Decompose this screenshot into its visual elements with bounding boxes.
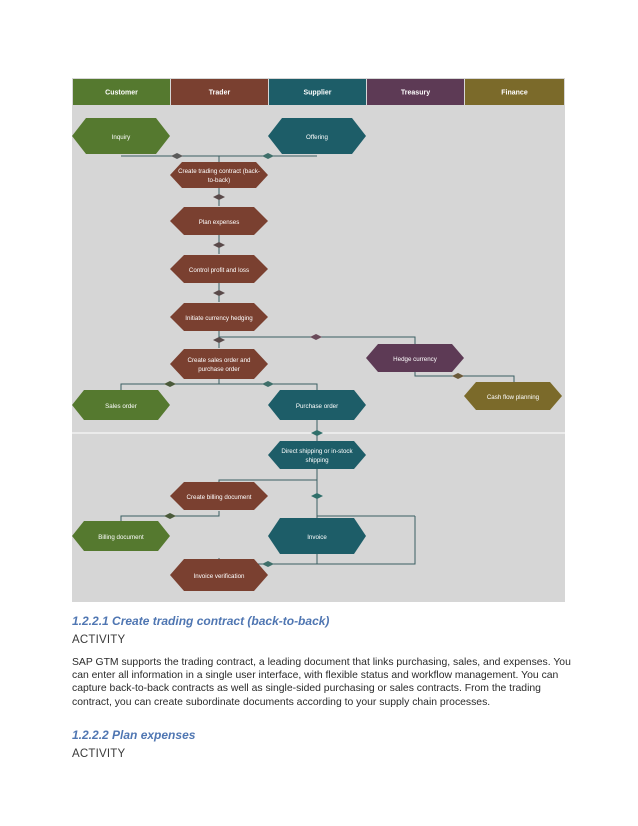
node-purchase-order: Purchase order <box>268 390 366 420</box>
lane-label-treasury: Treasury <box>401 90 430 97</box>
connector-diamond <box>262 561 274 567</box>
node-label-offering: Offering <box>306 134 328 141</box>
node-label-control-pl: Control profit and loss <box>189 267 249 274</box>
trading-process-swimlane-diagram: Customer Trader Supplier Treasury Financ… <box>72 78 565 602</box>
node-offering: Offering <box>268 118 366 154</box>
node-plan-expenses: Plan expenses <box>170 207 268 235</box>
lane-header-supplier: Supplier <box>269 79 366 105</box>
node-label-direct-shipping-line2: shipping <box>305 457 329 464</box>
diagram-background <box>72 78 565 602</box>
node-hedge-currency: Hedge currency <box>366 344 464 372</box>
connector-diamond <box>213 242 225 248</box>
node-billing-document: Billing document <box>72 521 170 551</box>
lane-header-customer: Customer <box>73 79 170 105</box>
section-activity-label: ACTIVITY <box>72 634 126 646</box>
node-label-sales-order: Sales order <box>105 403 137 410</box>
node-label-create-contract-line1: Create trading contract (back- <box>178 168 260 175</box>
lane-header-treasury: Treasury <box>367 79 464 105</box>
node-label-inquiry: Inquiry <box>112 134 131 141</box>
node-label-currency-hedging: Initiate currency hedging <box>185 315 253 322</box>
node-control-profit-loss: Control profit and loss <box>170 255 268 283</box>
node-label-hedge-currency: Hedge currency <box>393 356 438 363</box>
lane-label-trader: Trader <box>209 90 231 97</box>
node-initiate-currency-hedging: Initiate currency hedging <box>170 303 268 331</box>
flow-connector-diamonds <box>164 153 464 567</box>
section-heading-create-trading-contract: 1.2.2.1 Create trading contract (back-to… <box>72 614 330 628</box>
node-label-create-contract-line2: to-back) <box>208 177 230 184</box>
connector-diamond <box>311 493 323 499</box>
section-body-create-trading-contract: SAP GTM supports the trading contract, a… <box>72 657 571 708</box>
lane-label-supplier: Supplier <box>303 90 331 97</box>
connector-diamond <box>262 153 274 159</box>
node-label-invoice-verification: Invoice verification <box>194 573 245 580</box>
node-label-sales-purchase-line2: purchase order <box>198 366 240 373</box>
node-label-create-billing-document: Create billing document <box>186 494 251 501</box>
node-create-sales-purchase-order: Create sales order and purchase order <box>170 349 268 379</box>
node-label-plan-expenses: Plan expenses <box>199 219 240 226</box>
node-invoice-verification: Invoice verification <box>170 559 268 591</box>
connector-diamond <box>262 381 274 387</box>
node-invoice: Invoice <box>268 518 366 554</box>
node-label-direct-shipping-line1: Direct shipping or in-stock <box>281 448 353 455</box>
lane-label-finance: Finance <box>501 90 528 97</box>
connector-diamond <box>311 430 323 436</box>
node-label-invoice: Invoice <box>307 534 327 541</box>
connector-diamond <box>213 290 225 296</box>
node-create-trading-contract: Create trading contract (back- to-back) <box>170 162 268 188</box>
connector-diamond <box>171 153 183 159</box>
node-direct-shipping: Direct shipping or in-stock shipping <box>268 441 366 469</box>
node-label-sales-purchase-line1: Create sales order and <box>188 357 252 364</box>
node-label-billing-document: Billing document <box>98 534 144 541</box>
connector-diamond <box>213 337 225 343</box>
connector-diamond <box>213 194 225 200</box>
section-heading-plan-expenses: 1.2.2.2 Plan expenses <box>72 728 196 742</box>
node-cash-flow-planning: Cash flow planning <box>464 382 562 410</box>
node-create-billing-document: Create billing document <box>170 482 268 510</box>
node-label-purchase-order: Purchase order <box>296 403 338 410</box>
connector-diamond <box>164 513 176 519</box>
node-sales-order: Sales order <box>72 390 170 420</box>
section-activity-label-2: ACTIVITY <box>72 748 126 760</box>
node-label-cash-flow: Cash flow planning <box>487 394 540 401</box>
lane-label-customer: Customer <box>105 90 138 97</box>
lane-header-trader: Trader <box>171 79 268 105</box>
connector-diamond <box>164 381 176 387</box>
connector-diamond <box>310 334 322 340</box>
connector-diamond <box>452 373 464 379</box>
lane-header-finance: Finance <box>465 79 564 105</box>
node-inquiry: Inquiry <box>72 118 170 154</box>
